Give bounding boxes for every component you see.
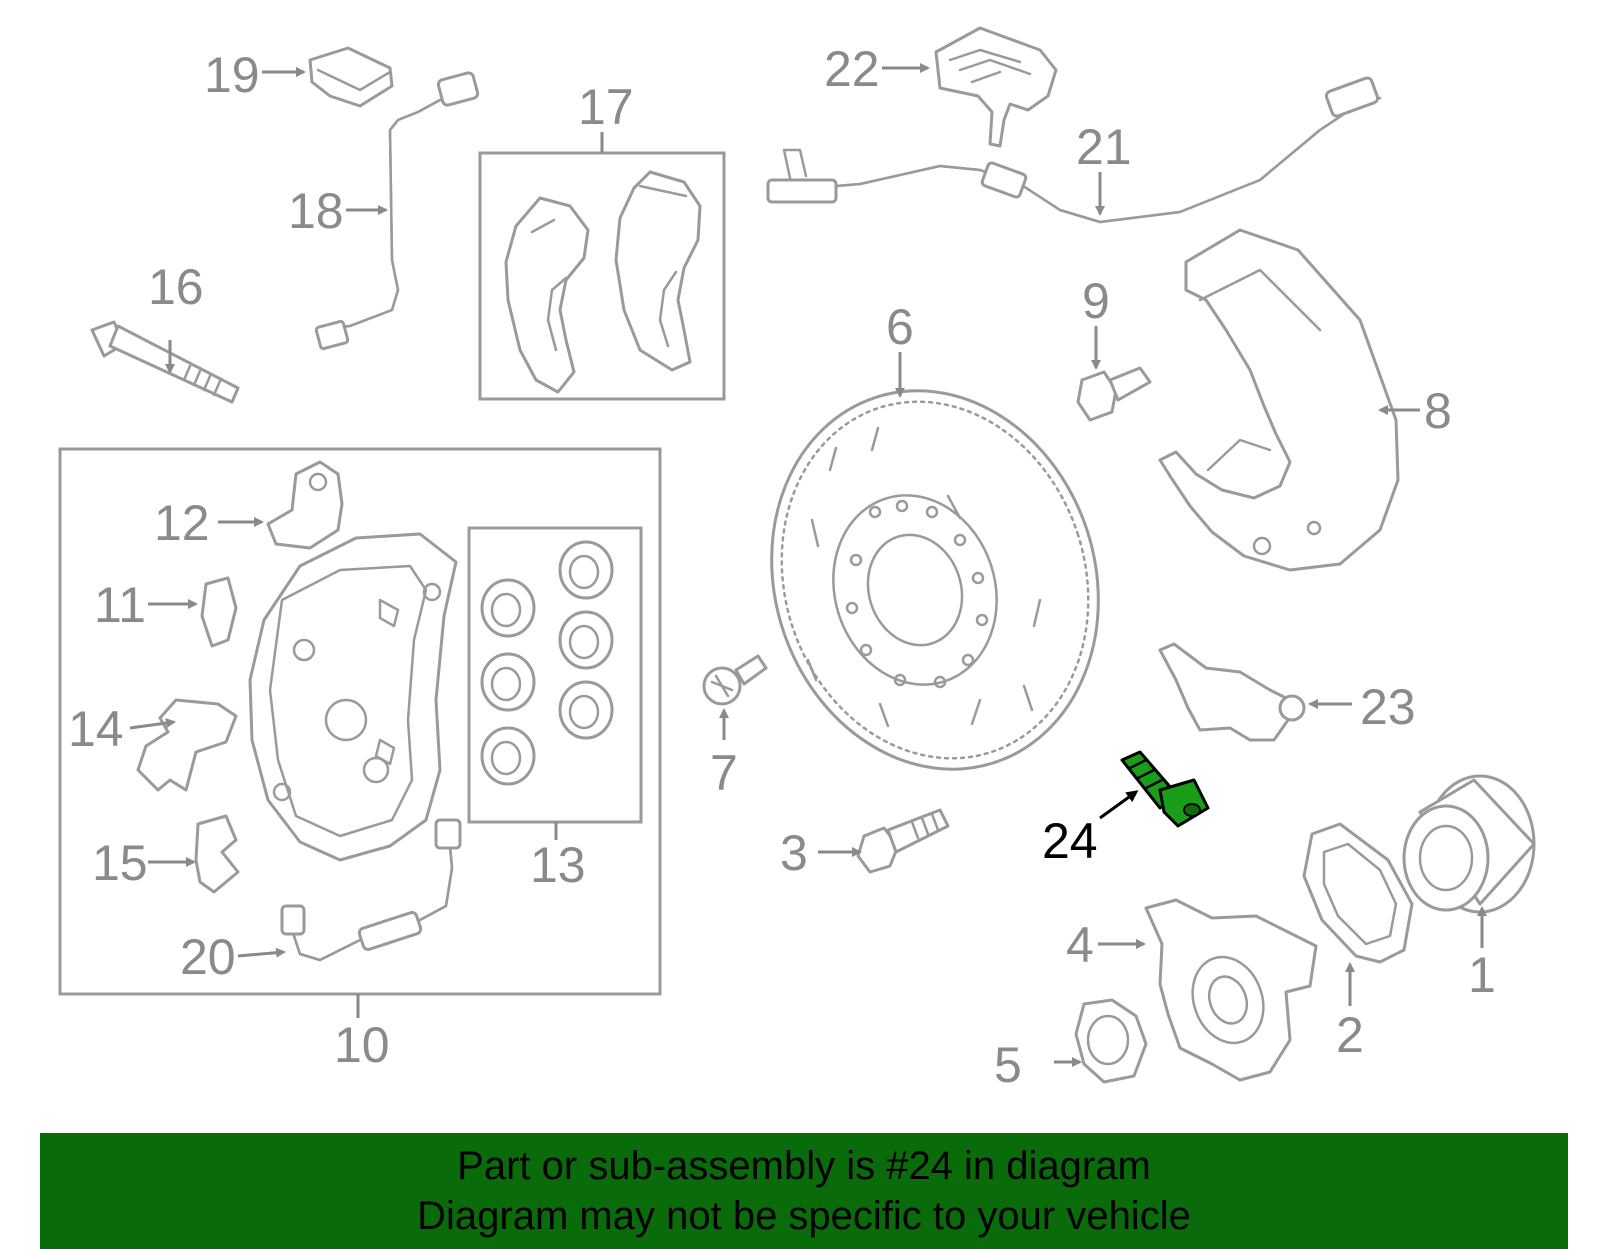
part-8-dust-shield <box>1158 228 1400 572</box>
label-17: 17 <box>578 79 634 135</box>
part-17-brake-pads <box>504 170 702 394</box>
part-4-hub <box>1144 898 1318 1082</box>
label-21: 21 <box>1076 119 1132 175</box>
label-13: 13 <box>530 837 586 893</box>
banner-line-2: Diagram may not be specific to your vehi… <box>417 1194 1191 1238</box>
group-box-10 <box>58 447 662 996</box>
label-18: 18 <box>288 183 344 239</box>
part-14-spring <box>136 698 238 792</box>
label-15: 15 <box>92 835 148 891</box>
label-19: 19 <box>204 47 260 103</box>
part-19-clip <box>308 46 394 108</box>
callout-labels: 19 18 16 17 22 21 9 6 8 12 11 7 23 14 24… <box>68 41 1496 1093</box>
label-23: 23 <box>1360 679 1416 735</box>
part-2-seal <box>1302 822 1414 964</box>
part-24-bolt <box>1120 750 1210 828</box>
label-11: 11 <box>94 577 146 633</box>
part-21-brake-hose <box>766 76 1382 224</box>
label-5: 5 <box>994 1037 1022 1093</box>
part-23-sensor <box>1158 642 1306 742</box>
part-18-wear-sensor <box>314 71 480 351</box>
label-14: 14 <box>68 701 124 757</box>
label-4: 4 <box>1066 917 1094 973</box>
label-7: 7 <box>710 745 738 801</box>
part-3-bolt <box>856 808 950 874</box>
label-1: 1 <box>1468 947 1496 1003</box>
part-15-clip <box>194 814 240 894</box>
part-22-bracket <box>934 26 1058 148</box>
label-16: 16 <box>148 259 204 315</box>
label-8: 8 <box>1424 383 1452 439</box>
part-12-bracket <box>266 460 344 550</box>
label-12: 12 <box>154 495 210 551</box>
label-9: 9 <box>1082 273 1110 329</box>
part-20-brake-line <box>280 818 462 962</box>
label-6: 6 <box>886 299 914 355</box>
label-2: 2 <box>1336 1007 1364 1063</box>
part-16-bolt <box>90 320 240 404</box>
info-banner: Part or sub-assembly is #24 in diagram D… <box>40 1133 1568 1249</box>
part-9-bolt <box>1076 366 1152 422</box>
label-3: 3 <box>780 825 808 881</box>
part-7-screw <box>702 654 768 706</box>
part-1-bearing <box>1402 774 1536 914</box>
label-10: 10 <box>334 1017 390 1073</box>
banner-line-1: Part or sub-assembly is #24 in diagram <box>457 1144 1151 1188</box>
label-20: 20 <box>180 929 236 985</box>
part-6-rotor <box>770 389 1100 771</box>
part-10-caliper <box>248 532 458 862</box>
leader-lines <box>129 63 1487 1067</box>
label-24: 24 <box>1042 813 1098 869</box>
part-11-bleeder <box>200 576 238 648</box>
part-5-nut <box>1074 998 1148 1084</box>
part-13-seals <box>480 540 614 786</box>
label-22: 22 <box>824 41 880 97</box>
